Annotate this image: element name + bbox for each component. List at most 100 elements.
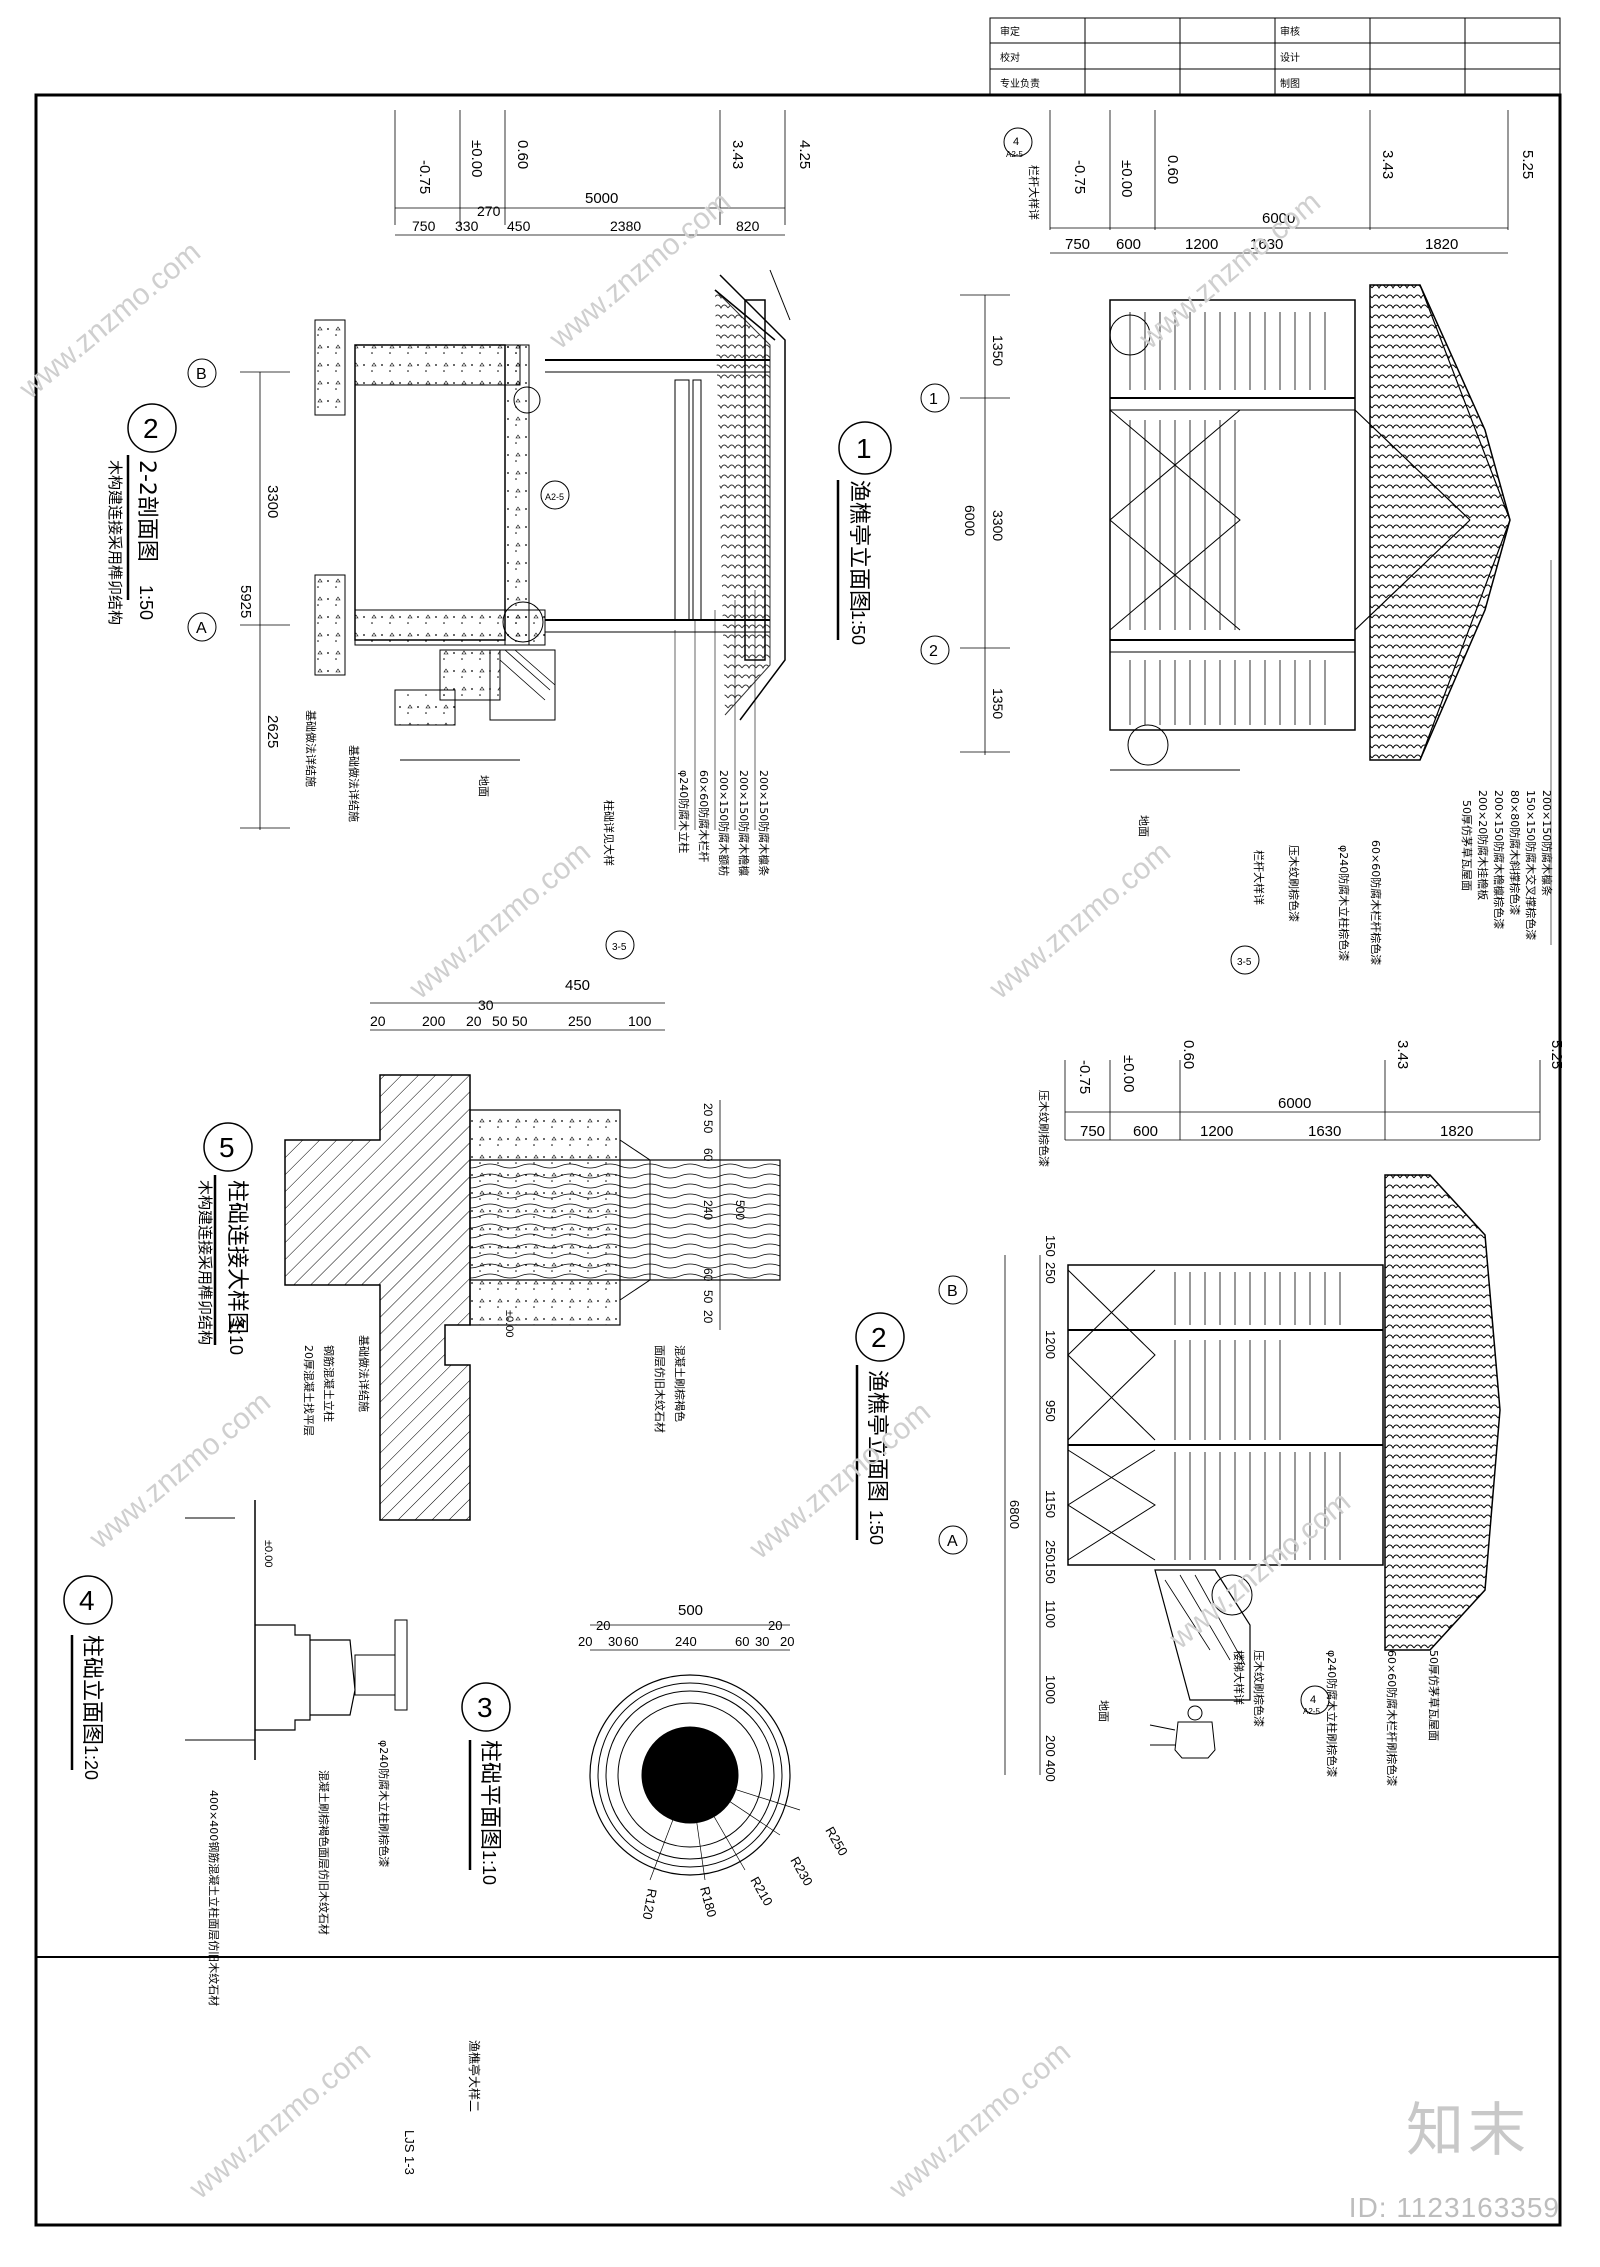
footing [439,649,501,701]
detail-ref: 3-5 [612,942,627,953]
dim-label: 20 [768,1618,782,1633]
tb-cell: 制图 [1280,77,1300,90]
dim-label: 20 [370,1013,386,1029]
dim-label: 50 [492,1013,508,1029]
dim-label: 5000 [585,190,618,207]
note: 基础做法详结施 [304,710,318,787]
frame-outline [354,344,506,641]
drawing-number-circle [838,421,892,475]
dim-label: 150 [1043,1562,1058,1584]
note: 60×60防腐木栏杆棕色漆 [1369,840,1383,965]
elevation-1: -0.75 ±0.00 0.60 3.43 5.25 6000 750 600 … [920,110,1554,975]
drawing-scale: 1:50 [866,1510,886,1545]
axis-bubble [920,383,950,413]
footer-note: 渔樵亭大样二 [467,2040,482,2112]
tb-cell: 审定 [1000,25,1020,38]
level-label: ±0.00 [1120,1055,1137,1092]
dim-label: 750 [1065,236,1090,253]
drawing-scale: 1:10 [226,1320,246,1355]
drawing-scale: 1:50 [136,585,156,620]
dim-label: 1630 [1250,236,1283,253]
dim-label: 950 [1043,1400,1058,1422]
dim-label: 330 [455,218,479,234]
note: 200×150防腐木檐檩 [737,770,751,876]
dim-label: 600 [1116,236,1141,253]
detail-ref-sheet: A2-5 [1006,150,1023,159]
detail-callout [513,386,541,414]
svg-text:www.znzmo.com: www.znzmo.com [1163,1485,1357,1656]
axis-label: A [196,620,207,637]
level-label: 4.25 [796,140,813,169]
note: 地面 [1137,815,1150,837]
dimension-line: 450 20 200 20 30 50 50 250 100 [370,977,665,1031]
elevation-notes: 200×150防腐木檩条 150×150防腐木交叉撑棕色漆 80×80防腐木斜撑… [1027,165,1554,975]
dim-label: 100 [628,1013,652,1029]
note: φ240防腐木立柱棕色漆 [1337,845,1351,961]
radius-label: R120 [640,1887,660,1920]
note: 200×150防腐木檩条 [757,770,771,876]
svg-text:www.znzmo.com: www.znzmo.com [83,1385,277,1556]
note: 60×60防腐木栏杆 [697,770,711,862]
note: 地面 [1097,1700,1110,1722]
wall-block [314,319,346,416]
drawing-title: 2-2剖面图 [134,460,159,562]
detail-ref: A2-5 [545,492,564,502]
drawing-number: 4 [79,1585,95,1616]
section-notes: 200×150防腐木檩条 200×150防腐木檐檩 200×150防腐木额枋 6… [304,480,771,960]
svg-text:www.znzmo.com: www.znzmo.com [13,235,207,406]
dim-label: 1350 [990,688,1006,719]
note: 压木纹刷棕色漆 [1287,845,1301,922]
note: 200×150防腐木檐檩棕色漆 [1492,790,1506,929]
title-block: 审定 校对 专业负责 审核 设计 制图 [989,17,1561,96]
axis-label: 1 [929,391,938,408]
dim-label: 600 [1133,1123,1158,1140]
dim-label: 240 [701,1200,715,1220]
detail-callout [502,601,544,643]
note: φ240防腐木立柱 [677,770,691,853]
dimension-line-side: 20 50 60 240 500 60 50 20 [701,1100,747,1330]
detail-ref-bubble [1230,945,1260,975]
dim-label: 6800 [1007,1500,1022,1529]
note: 50厚仿茅草瓦屋面 [1427,1650,1440,1741]
dim-label: 1350 [990,335,1006,366]
svg-text:www.znzmo.com: www.znzmo.com [1133,185,1327,356]
watermark-id: ID: 1123163359 [1348,2192,1560,2223]
drawing-scale: 1:20 [81,1745,101,1780]
drawing-number: 1 [856,433,872,464]
cross-brace [1067,1269,1156,1561]
note: 50厚仿茅草瓦屋面 [1460,800,1473,891]
dim-label: 750 [1080,1123,1105,1140]
footing-section [284,1074,471,1521]
dim-label: 1820 [1425,236,1458,253]
axis-bubble [938,1525,968,1555]
detail-ref-bubble [1003,127,1033,157]
dim-label: 200 [1043,1735,1058,1757]
dim-label: 50 [512,1013,528,1029]
level-label: -0.75 [416,160,433,194]
dim-label: 1630 [1308,1123,1341,1140]
dim-label: 20 [596,1618,610,1633]
detail-ref: 3-5 [1237,957,1252,968]
dim-label: 200 [422,1013,446,1029]
level-label: ±0.00 [468,140,485,177]
note: φ240防腐木立柱刷棕色漆 [1325,1650,1339,1777]
human-scale-figure [1149,1705,1216,1759]
dim-label: 60 [701,1148,715,1162]
note: 80×80防腐木斜撑棕色漆 [1508,790,1522,915]
detail-notes: 基础做法详结施 钢筋混凝土立柱 20厚混凝土找平层 混凝土刷棕褐色 面层仿旧木纹… [302,1310,687,1436]
note: 200×150防腐木檩条 [1540,790,1554,896]
drawing-number: 5 [219,1132,235,1163]
base-ring [605,1690,775,1860]
note: 栏杆大样详 [1252,850,1266,905]
elevation-notes: 压木纹刷棕色漆 楼梯大样详 压木纹刷棕色漆 φ240防腐木立柱刷棕色漆 60×6… [1037,1090,1440,1786]
level-label: ±0.00 [262,1540,274,1567]
post [692,379,702,621]
thatch-roof [1369,284,1511,761]
note: 楼梯大样详 [1232,1650,1246,1705]
dimension-line-side: 150 250 1200 950 1150 250 150 1100 1000 … [1004,1235,1058,1782]
radius-label: R210 [747,1874,776,1908]
dim-label: 5925 [237,585,254,618]
railing [1129,312,1326,725]
drawing-scale: 1:10 [479,1850,499,1885]
note: 压木纹刷棕色漆 [1037,1090,1051,1167]
